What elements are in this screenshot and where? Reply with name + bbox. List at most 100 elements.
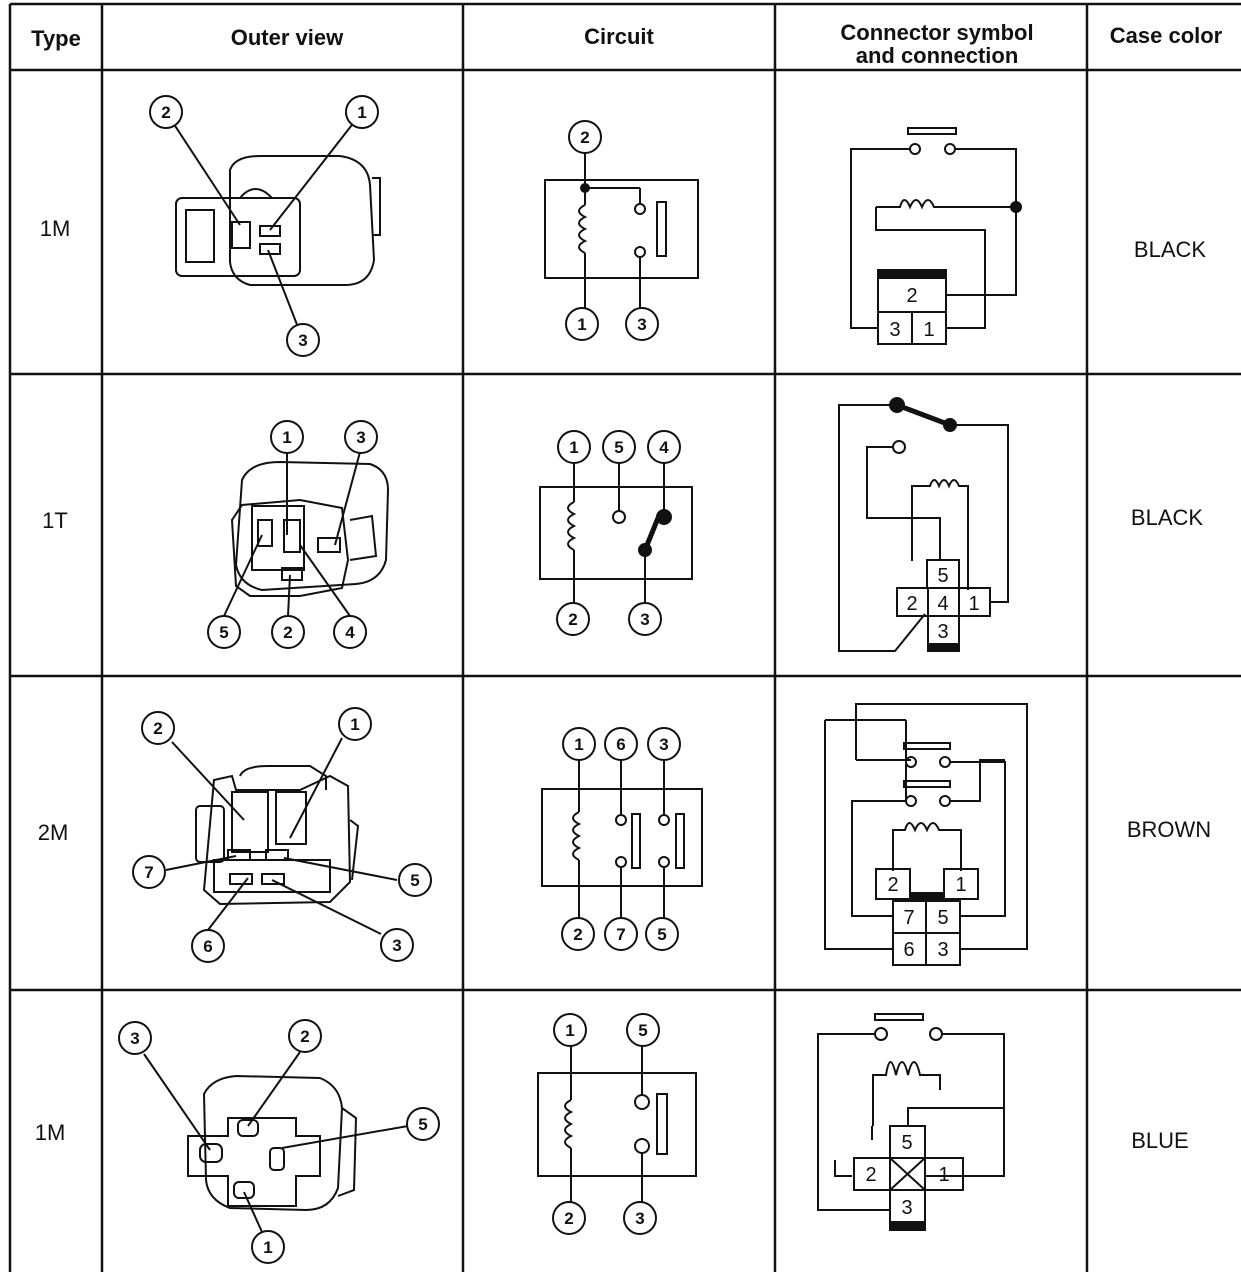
pin-callout: 4 (647, 430, 681, 464)
row3-connector: 2 1 7 5 6 3 (824, 703, 1028, 966)
pin-callout: 5 (626, 1013, 660, 1047)
svg-text:5: 5 (638, 1021, 647, 1040)
pin-callout: 1 (562, 727, 596, 761)
connector-cavity (925, 932, 961, 966)
pin-callout: 1 (338, 707, 372, 741)
row2-type: 1T (42, 508, 68, 533)
cavity-number: 5 (937, 907, 948, 929)
row2-circuit-callouts: 1 5 4 2 3 (556, 430, 681, 636)
pin-callout: 5 (398, 863, 432, 897)
row2-case-color: BLACK (1131, 505, 1203, 530)
connector-cavity (924, 1157, 964, 1191)
row2-outer-view (223, 451, 390, 617)
pin-callout: 1 (251, 1230, 285, 1264)
pin-callout: 3 (344, 420, 378, 454)
svg-text:2: 2 (573, 925, 582, 944)
row3-outer-callouts: 2 1 7 5 6 3 (132, 707, 432, 963)
row4-case-color: BLUE (1131, 1128, 1188, 1153)
svg-text:3: 3 (659, 735, 668, 754)
svg-text:3: 3 (640, 610, 649, 629)
svg-text:3: 3 (130, 1029, 139, 1048)
switch-contact-bar (903, 742, 951, 750)
svg-text:1: 1 (569, 438, 578, 457)
svg-text:2: 2 (580, 128, 589, 147)
cavity-number: 3 (937, 621, 948, 643)
header-connector-line1: Connector symbol (840, 20, 1033, 45)
connector-cavity (911, 311, 947, 345)
svg-text:7: 7 (616, 925, 625, 944)
svg-text:5: 5 (410, 871, 419, 890)
svg-text:4: 4 (345, 623, 355, 642)
row4-connector: 5 2 1 3 (817, 1013, 1005, 1231)
svg-text:3: 3 (635, 1209, 644, 1228)
svg-text:7: 7 (144, 863, 153, 882)
contact-bar (631, 813, 641, 869)
row4-circuit-callouts: 1 5 2 3 (552, 1013, 660, 1235)
row1-case-color: BLACK (1134, 237, 1206, 262)
pin-callout: 1 (270, 420, 304, 454)
header-case-color: Case color (1110, 23, 1223, 48)
pin-callout: 2 (561, 917, 595, 951)
row1-connector: 2 3 1 (850, 127, 1022, 345)
switch-contact-bar (903, 780, 951, 788)
pin-callout: 3 (118, 1021, 152, 1055)
pin-callout: 5 (207, 615, 241, 649)
row1-circuit-callouts: 2 1 3 (565, 120, 659, 341)
svg-text:3: 3 (298, 331, 307, 350)
svg-text:2: 2 (564, 1209, 573, 1228)
svg-text:3: 3 (356, 428, 365, 447)
pin-callout: 3 (380, 928, 414, 962)
pin-callout: 5 (645, 917, 679, 951)
svg-text:2: 2 (161, 103, 170, 122)
row3-type: 2M (38, 820, 69, 845)
relay-housing-drawing (195, 765, 360, 906)
svg-text:6: 6 (616, 735, 625, 754)
type-column: 1M 1T 2M 1M (35, 216, 71, 1145)
table-grid (8, 2, 1241, 1272)
row3-circuit (541, 760, 703, 918)
pin-callout: 2 (141, 711, 175, 745)
row3-case-color: BROWN (1127, 817, 1211, 842)
connector-latch (927, 643, 960, 652)
pin-callout: 1 (565, 307, 599, 341)
connector-latch (889, 1221, 926, 1231)
row4-type: 1M (35, 1120, 66, 1145)
row1-outer-callouts: 2 1 3 (149, 95, 379, 357)
cavity-number: 2 (865, 1164, 876, 1186)
row1-circuit (544, 153, 699, 309)
pin-callout: 6 (191, 929, 225, 963)
svg-text:1: 1 (263, 1238, 272, 1257)
header-type: Type (31, 26, 81, 51)
svg-text:3: 3 (392, 936, 401, 955)
pin-callout: 3 (647, 727, 681, 761)
coil-symbol (567, 501, 577, 551)
pin-callout: 3 (628, 602, 662, 636)
connector-latch (877, 269, 947, 279)
svg-text:1: 1 (577, 315, 586, 334)
svg-text:5: 5 (418, 1115, 427, 1134)
cavity-number: 7 (903, 907, 914, 929)
header-outer-view: Outer view (231, 25, 344, 50)
pin-callout: 2 (552, 1201, 586, 1235)
row4-circuit (537, 1046, 697, 1202)
relay-body (539, 486, 693, 580)
svg-text:3: 3 (637, 315, 646, 334)
cavity-number: 1 (938, 1164, 949, 1186)
pin-callout: 2 (556, 602, 590, 636)
pin-callout: 7 (604, 917, 638, 951)
coil-symbol (564, 1099, 574, 1149)
coil-symbol (578, 204, 588, 254)
pin-callout: 6 (604, 727, 638, 761)
connector-cavity (875, 868, 911, 900)
switch-contact-bar (874, 1013, 924, 1021)
row3-circuit-callouts: 1 6 3 2 7 5 (561, 727, 681, 951)
cavity-number: 5 (901, 1132, 912, 1154)
cavity-number: 6 (903, 939, 914, 961)
contact-bar (656, 1093, 668, 1155)
cavity-number: 2 (906, 593, 917, 615)
pin-callout: 2 (288, 1019, 322, 1053)
case-color-column: BLACK BLACK BROWN BLUE (1127, 237, 1211, 1153)
svg-text:5: 5 (614, 438, 623, 457)
cavity-number: 2 (887, 874, 898, 896)
